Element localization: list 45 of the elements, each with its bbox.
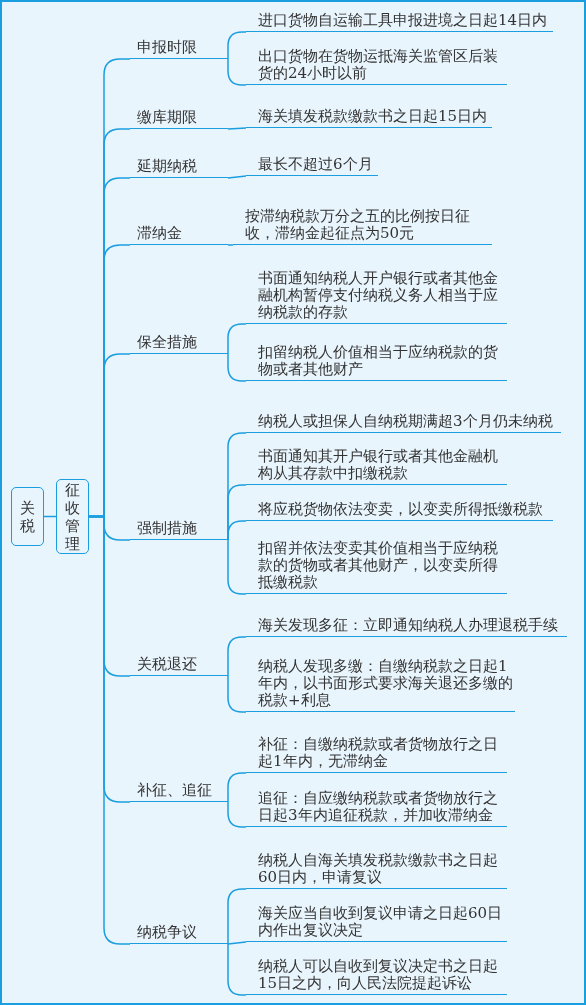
leaf-label: 扣留并依法变卖其价值相当于应纳税款的货物或者其他财产，以变卖所得抵缴税款 [246,535,507,594]
leaf-label: 追征：自应缴纳税款或者货物放行之日起3年内追征税款，并加收滞纳金 [246,782,507,827]
branch-label: 纳税争议 [130,919,228,944]
connector-line [227,175,247,179]
connector-line [227,58,247,86]
branch-label: 缴库期限 [130,104,228,129]
leaf-label: 补征：自缴纳税款或者货物放行之日起1年内，无滞纳金 [246,734,507,773]
branch-label: 申报时限 [130,34,228,59]
leaf-label: 海关填发税款缴款书之日起15日内 [246,101,492,128]
leaf-label: 进口货物自运输工具申报进境之日起14日内 [246,4,553,32]
connector-line [227,888,247,945]
branch-label: 关税退还 [130,651,228,676]
connector-line [227,941,247,945]
branch-label: 补征、追征 [130,777,228,802]
topic-box: 征收管理 [56,479,89,554]
leaf-label: 海关应当自收到复议申请之日起60日内作出复议决定 [246,898,507,942]
leaf-label: 扣留纳税人价值相当于应纳税款的货物或者其他财产 [246,339,507,381]
leaf-label: 纳税人自海关填发税款缴款书之日起60日内，申请复议 [246,846,507,889]
leaf-label: 纳税人可以自收到复议决定书之日起15日之内，向人民法院提起诉讼 [246,954,507,995]
connector-line [227,323,247,355]
leaf-label: 按滞纳税款万分之五的比例按日征收，滞纳金起征点为50元 [233,201,492,245]
connector-line [227,353,247,382]
leaf-label: 书面通知纳税人开户银行或者其他金融机构暂停支付纳税义务人相当于应纳税款的存款 [246,264,507,324]
leaf-label: 海关发现多征：立即通知纳税人办理退税手续 [246,612,567,637]
leaf-label: 纳税人或担保人自纳税期满超3个月仍未纳税 [246,408,561,433]
branch-label: 强制措施 [130,515,228,540]
connector-line [227,244,234,246]
connector-line [227,675,247,713]
leaf-label: 将应税货物依法变卖，以变卖所得抵缴税款 [246,496,553,521]
connector-line [227,801,247,828]
leaf-label: 纳税人发现多缴：自缴纳税款之日起1年内，以书面形式要求海关退还多缴的税款+利息 [246,651,515,712]
branch-label: 滞纳金 [130,220,228,245]
connector-line [227,127,247,130]
leaf-label: 书面通知其开户银行或者其他金融机构从其存款中扣缴税款 [246,447,507,485]
connector-line [227,943,247,996]
connector-line [227,636,247,677]
connector-line [227,31,247,60]
leaf-label: 最长不超过6个月 [246,151,378,176]
branch-label: 延期纳税 [130,153,228,178]
connector-line [227,539,247,595]
connector-line [227,772,247,803]
connector-line [227,520,247,541]
leaf-label: 出口货物在货物运抵海关监管区后装货的24小时以前 [246,40,507,85]
topic-box: 关税 [11,487,44,546]
branch-label: 保全措施 [130,329,228,354]
